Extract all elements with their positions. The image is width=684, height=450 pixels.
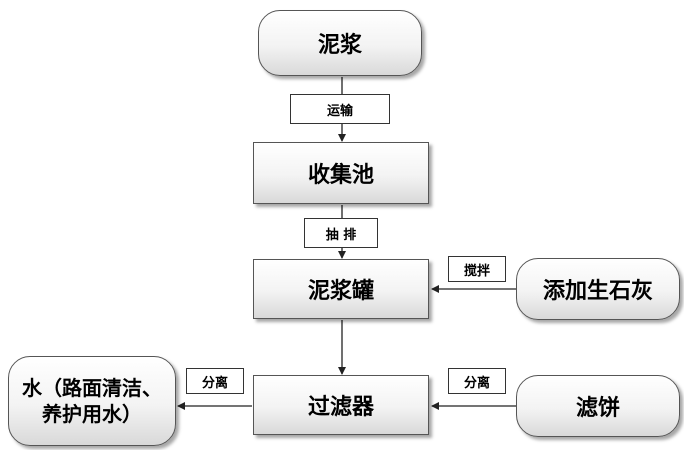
add-quicklime-text: 添加生石灰: [542, 279, 653, 304]
transport-text: 运输: [326, 103, 353, 119]
filter-cake-text: 滤饼: [575, 396, 620, 421]
collection-pool-node: 收集池: [253, 142, 429, 204]
filter-node: 过滤器: [253, 375, 429, 435]
slurry-tank-text: 泥浆罐: [307, 279, 374, 304]
collection-pool-text: 收集池: [307, 163, 374, 188]
separate-right-label: 分离: [448, 368, 506, 394]
water-output-node: 水（路面清洁、养护用水）: [8, 356, 176, 446]
slurry-tank-node: 泥浆罐: [253, 259, 429, 319]
separate-right-text: 分离: [463, 375, 490, 391]
stir-text: 搅拌: [463, 263, 490, 279]
transport-label: 运输: [290, 94, 390, 124]
slurry-node: 泥浆: [258, 10, 422, 76]
separate-left-label: 分离: [186, 368, 244, 394]
filter-cake-node: 滤饼: [516, 375, 680, 437]
pump-label: 抽 排: [304, 218, 378, 248]
water-output-text: 水（路面清洁、养护用水）: [22, 376, 162, 426]
add-quicklime-node: 添加生石灰: [516, 258, 680, 320]
pump-text: 抽 排: [325, 227, 357, 243]
separate-left-text: 分离: [201, 375, 228, 391]
slurry-text: 泥浆: [317, 33, 362, 58]
stir-label: 搅拌: [448, 256, 506, 282]
filter-text: 过滤器: [307, 395, 374, 420]
